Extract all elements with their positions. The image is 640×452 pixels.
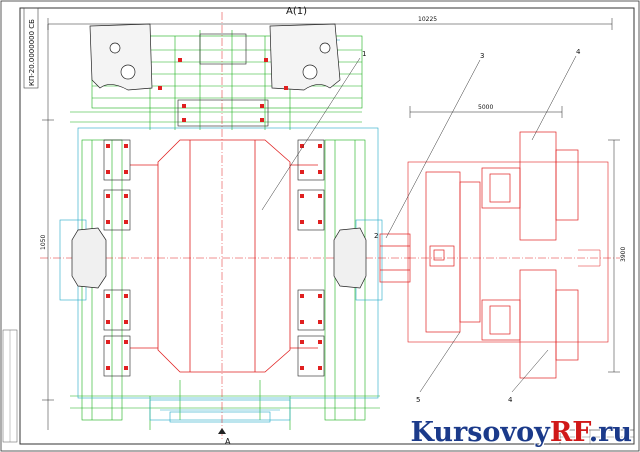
callout-4-top: 4 [576, 48, 581, 56]
dimensions [42, 18, 620, 430]
bolt-marker [300, 220, 304, 224]
bolt-marker [300, 340, 304, 344]
bolt-marker [300, 170, 304, 174]
watermark-logo: KursovoyRF.ru [411, 417, 633, 448]
bolt-marker [300, 320, 304, 324]
stamp-box [23, 7, 39, 89]
watermark-prefix: Kursovoy [410, 417, 550, 448]
bolt-marker [300, 144, 304, 148]
bolt-marker [124, 170, 128, 174]
bolt-marker [318, 194, 322, 198]
dim-right-width: 5000 [478, 104, 493, 111]
bolt-marker [300, 366, 304, 370]
bolt-marker [124, 294, 128, 298]
motor-4-top [481, 131, 579, 241]
bolt-marker [106, 144, 110, 148]
bolt-marker [260, 118, 264, 122]
bolt-marker [106, 340, 110, 344]
left-shaft-end [71, 227, 107, 289]
dim-right-height: 3900 [620, 247, 627, 262]
bolt-marker [124, 366, 128, 370]
leader-lines [261, 55, 577, 393]
motor-4-bottom [481, 269, 579, 379]
right-shaft-end [333, 227, 367, 289]
section-mark: А [225, 437, 231, 446]
gearbox-5 [379, 161, 620, 343]
drum [130, 139, 318, 373]
section-arrow-icon [218, 428, 226, 434]
bolt-marker [284, 86, 288, 90]
bolt-marker [106, 170, 110, 174]
bolt-marker [264, 58, 268, 62]
bolt-marker [158, 86, 162, 90]
bolt-marker [318, 340, 322, 344]
callout-1: 1 [362, 50, 366, 58]
callout-4-bottom: 4 [508, 396, 513, 404]
bolt-marker [124, 320, 128, 324]
bolt-marker [318, 320, 322, 324]
bolt-marker [124, 340, 128, 344]
callout-2: 2 [374, 232, 378, 240]
bolt-marker [124, 144, 128, 148]
bolt-marker [106, 366, 110, 370]
top-left-housing [89, 23, 153, 91]
bolt-marker [260, 104, 264, 108]
bolt-marker [178, 58, 182, 62]
watermark-suffix: .ru [588, 417, 632, 448]
bolt-marker [182, 104, 186, 108]
view-title: А(1) [286, 6, 307, 17]
stamp-code: КП-20.0000000 СБ [28, 19, 36, 86]
bolt-markers [106, 58, 322, 370]
top-right-housing [269, 23, 341, 91]
bolt-marker [106, 194, 110, 198]
dim-overall-width: 10225 [418, 16, 437, 23]
bearing-blocks [103, 33, 325, 377]
bolt-marker [106, 294, 110, 298]
bolt-marker [124, 220, 128, 224]
bolt-marker [318, 366, 322, 370]
bolt-marker [124, 194, 128, 198]
bolt-marker [318, 294, 322, 298]
dim-left-height: 1050 [40, 235, 47, 250]
callout-5: 5 [416, 396, 420, 404]
bolt-marker [318, 170, 322, 174]
callout-3: 3 [480, 52, 484, 60]
bolt-marker [182, 118, 186, 122]
bolt-marker [106, 220, 110, 224]
bolt-marker [318, 220, 322, 224]
drive-connectors [578, 249, 601, 267]
watermark-accent: RF [549, 417, 589, 448]
bolt-marker [106, 320, 110, 324]
bolt-marker [318, 144, 322, 148]
drawing-frame [19, 7, 635, 445]
bolt-marker [300, 294, 304, 298]
bolt-marker [300, 194, 304, 198]
